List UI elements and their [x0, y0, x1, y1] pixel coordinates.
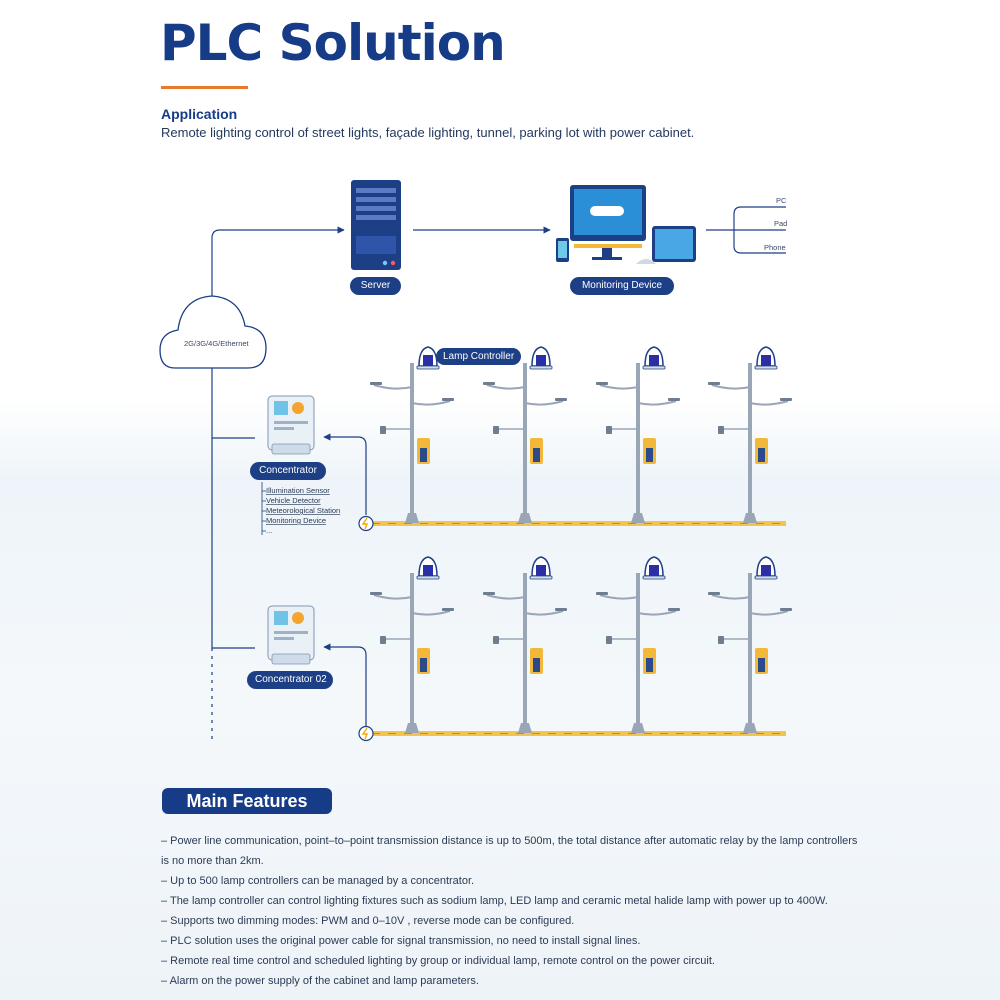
server-icon [351, 180, 401, 270]
concentrator-icon [267, 395, 315, 455]
sensor-item: Monitoring Device [266, 516, 327, 525]
server-label: Server [350, 277, 401, 295]
street-light-pole [595, 572, 681, 734]
application-heading: Application [161, 106, 238, 122]
page-title: PLC Solution [160, 14, 506, 72]
monitoring-device-label: Monitoring Device [570, 277, 674, 295]
lamp-controller-icon [529, 346, 553, 370]
client-label-pad: Pad [774, 219, 788, 228]
lamp-controller-icon [416, 556, 440, 580]
lamp-controller-icon [642, 346, 666, 370]
network-label: 2G/3G/4G/Ethernet [184, 339, 249, 348]
client-label-pc: PC [776, 196, 787, 205]
monitoring-device-icon [556, 185, 696, 264]
network-lines [211, 206, 786, 742]
feature-item: – PLC solution uses the original power c… [161, 935, 641, 947]
street-light-pole [707, 362, 793, 524]
title-underline [161, 86, 248, 89]
street-light-pole [369, 362, 455, 524]
feature-item: – Remote real time control and scheduled… [161, 955, 715, 967]
client-label-phone: Phone [764, 243, 786, 252]
lamp-controller-icon [529, 556, 553, 580]
sensor-item: Illumination Sensor [266, 486, 330, 495]
feature-item: is no more than 2km. [161, 855, 264, 867]
street-light-row-1 [369, 346, 793, 524]
feature-item: – The lamp controller can control lighti… [161, 895, 828, 907]
feature-item: – Power line communication, point–to–poi… [161, 835, 858, 847]
application-text: Remote lighting control of street lights… [161, 125, 695, 140]
concentrator-02-label: Concentrator 02 [247, 671, 333, 689]
lamp-controller-icon [754, 556, 778, 580]
street-light-pole [482, 362, 568, 524]
feature-item: – Up to 500 lamp controllers can be mana… [161, 875, 475, 887]
power-cable-row-1 [358, 515, 786, 532]
concentrator-label: Concentrator [250, 462, 326, 480]
street-light-pole [482, 572, 568, 734]
cloud-icon [159, 295, 267, 369]
feature-item: – Alarm on the power supply of the cabin… [161, 975, 479, 987]
concentrator-02-icon [267, 605, 315, 665]
power-cable-row-2 [358, 725, 786, 742]
lamp-controller-icon [754, 346, 778, 370]
sensor-list: Illumination Sensor Vehicle Detector Met… [266, 486, 340, 536]
sensor-item: Meteorological Station [266, 506, 341, 515]
street-light-pole [707, 572, 793, 734]
main-features-heading: Main Features [162, 788, 332, 814]
sensor-item: Vehicle Detector [266, 496, 321, 505]
lamp-controller-label: Lamp Controller [436, 348, 522, 365]
sensor-item: ... [266, 526, 273, 535]
feature-item: – Supports two dimming modes: PWM and 0–… [161, 915, 575, 927]
street-light-pole [369, 572, 455, 734]
features-list: – Power line communication, point–to–poi… [161, 831, 881, 991]
lamp-controller-icon [642, 556, 666, 580]
street-light-pole [595, 362, 681, 524]
street-light-row-2 [369, 556, 793, 734]
